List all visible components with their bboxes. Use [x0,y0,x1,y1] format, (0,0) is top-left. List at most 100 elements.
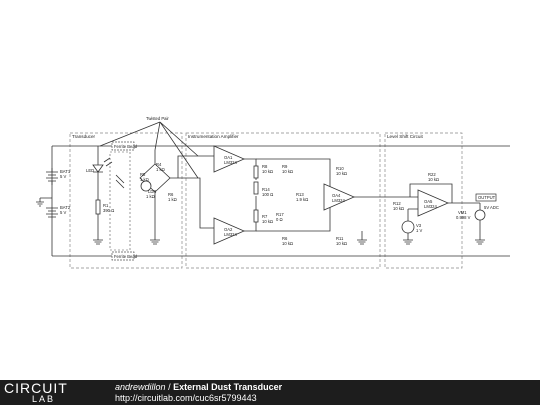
twisted-pair-label: Twisted Pair [146,116,169,121]
schematic-canvas: Transducer Instrumentation Amplifier Lev… [36,116,510,269]
section-label-instrumentation: Instrumentation Amplifier [188,134,239,139]
ldr-symbol [140,180,152,192]
schematic-url[interactable]: http://circuitlab.com/cuc6sr5799443 [115,393,257,403]
r13-value: 1.9 kΩ [296,197,308,202]
output-port [475,193,497,202]
r1-resistor [95,199,101,215]
meter-wires [475,203,485,245]
oa4-opamp [323,183,356,211]
oa1-part: LM324 [224,160,237,165]
ldr-name: LDR [148,189,156,194]
r22-name: R22 [428,172,436,177]
r8-value: 10 kΩ [262,169,273,174]
r1-ground [93,214,103,245]
bridge-to-amps [170,155,214,229]
logo-lab-text: LAB [32,394,56,404]
circuitlab-logo[interactable]: CIRCUIT LAB [4,381,94,404]
v3-wire [407,208,418,221]
r6-value: 1 kΩ [168,197,177,202]
r7-resistor [253,209,259,223]
r22-value: 10 kΩ [428,177,439,182]
v3-source [401,220,415,234]
v3-ground [403,233,413,245]
r10-name: R10 [336,166,344,171]
ground-symbol-left [36,197,52,207]
vm1-value: 0.998 V [456,215,471,220]
oa2-part: LM324 [224,232,237,237]
r11-value: 10 kΩ [336,241,347,246]
oa2-name: OA2 [224,227,233,232]
transducer-box [69,132,183,269]
r9-value: 10 kΩ [282,169,293,174]
section-label-level-shift: Level Shift Circuit [387,134,423,139]
r7-value: 10 kΩ [262,219,273,224]
r6b-name: R6 [282,236,288,241]
output-label: OUTPUT [478,195,496,200]
r4-name: R4 [156,162,162,167]
r13-name: R13 [296,192,304,197]
oa1-name: OA1 [224,155,233,160]
schematic-meta: andrewdillon / External Dust Transducer … [115,382,282,404]
r6b-value: 10 kΩ [282,241,293,246]
r9-name: R9 [282,164,288,169]
byline: andrewdillon / External Dust Transducer [115,382,282,393]
bridge-ground [150,192,160,245]
oa2-opamp [213,217,246,245]
vm1-meter [474,209,486,221]
bat1-name: BAT1 [60,169,71,174]
level-shift-opamp [417,189,450,217]
r14-value: 100 Ω [262,192,273,197]
r5-value: 1 kΩ [140,177,149,182]
oa-ls-part: LM324 [424,204,437,209]
oa4-name: OA4 [332,193,341,198]
r12-value: 10 kΩ [393,206,404,211]
bat2-name: BAT2 [60,205,71,210]
r10-value: 10 kΩ [336,171,347,176]
byline-separator: / [168,382,171,392]
r8-resistor [253,165,259,179]
optical-chamber [109,151,131,251]
level-shift-wires [392,183,480,204]
r12-name: R12 [393,201,401,206]
author-link[interactable]: andrewdillon [115,382,166,392]
vm1-name: VM1 [458,210,467,215]
light-path [115,174,125,189]
r8-name: R8 [262,164,268,169]
ldr-value: 1 kΩ [146,194,155,199]
r17-name: R17 [276,212,284,217]
logo-top-text: CIRCUIT [4,380,68,396]
r11-name: R11 [336,236,344,241]
led-label: LED [86,168,94,173]
oa1-opamp [213,145,246,173]
bat2-value: 5 V [60,210,66,215]
v3-name: V3 [416,223,422,228]
ferrite-bottom-label: Ferrite Bead [114,254,138,259]
adc-label: 5V ADC [484,205,499,210]
bat2-symbol [46,207,58,218]
bat1-symbol [46,168,58,185]
oa4-part: LM324 [332,198,345,203]
led-symbol [92,146,104,200]
r6-name: R6 [168,192,174,197]
footer-bar: CIRCUIT LAB andrewdillon / External Dust… [0,380,540,405]
r14-name: R14 [262,187,270,192]
oa-ls-name: OA5 [424,199,433,204]
schematic-title: External Dust Transducer [173,382,283,392]
r7-name: R7 [262,214,268,219]
twisted-pair-leaders [99,121,199,179]
r1-name: R1 [103,203,109,208]
to-diff-amp [256,158,331,232]
r1-value: 390 Ω [103,208,114,213]
logo-bottom-text: LAB [4,394,55,404]
bat1-value: 5 V [60,174,66,179]
ferrite-bead-top [111,141,135,151]
section-label-transducer: Transducer [72,134,96,139]
instrumentation-amplifier-box [185,132,381,269]
ref-ground [357,231,367,245]
v3-value: 1 V [416,228,422,233]
r14-resistor [253,181,259,195]
r4-value: 1 kΩ [156,167,165,172]
r5-name: R5 [140,172,146,177]
r17-value: 0 Ω [276,217,283,222]
